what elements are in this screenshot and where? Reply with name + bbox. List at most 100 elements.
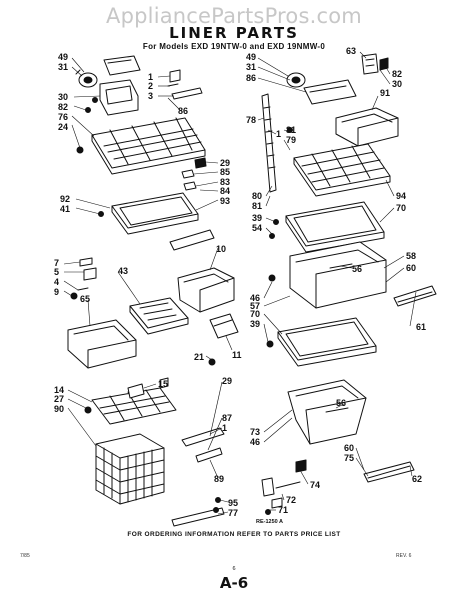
callout-label: 46 (250, 293, 260, 303)
crisper-drawer-upper-right (289, 241, 387, 309)
callout-label: 70 (396, 203, 406, 213)
callout-label: 15 (158, 379, 168, 389)
callout-label: 39 (250, 319, 260, 329)
crisper-pan-small-left (177, 267, 235, 313)
callout-label: 1 (148, 72, 153, 82)
callout-label: 57 (250, 301, 260, 311)
crisper-cover-strip-left (209, 313, 239, 339)
callout-label: 76 (58, 112, 68, 122)
callout-label: 75 (344, 453, 354, 463)
freezer-shelf-pin-left (159, 377, 169, 389)
light-socket-right (286, 72, 306, 88)
wire-shelf-upper-left (76, 117, 206, 175)
revision-code: REV. 6 (396, 553, 412, 559)
callout-label: 83 (220, 177, 230, 187)
drawer-hardware-lower (261, 459, 307, 515)
callout-label: 92 (60, 194, 70, 204)
callout-label: 1 (276, 129, 281, 139)
diagram-title: LINER PARTS (169, 24, 299, 42)
callout-label: 85 (220, 167, 230, 177)
screw-21 (208, 358, 216, 366)
watermark: AppliancePartsPros.com (106, 4, 362, 28)
control-housing-left (85, 79, 139, 116)
diagram-subtitle: For Models EXD 19NTW-0 and EXD 19NMW-0 (142, 42, 326, 51)
date-code: 7/85 (20, 553, 30, 559)
callout-label: 31 (58, 62, 68, 72)
page-small-number: 6 (232, 566, 236, 572)
callout-label: 56 (352, 264, 362, 274)
callout-label: 5 (54, 267, 59, 277)
callout-label: 78 (246, 115, 256, 125)
drawing-reference-code: RE-1250 A (256, 519, 284, 525)
wire-shelf-upper-right (293, 143, 391, 197)
callout-label: 72 (286, 495, 296, 505)
callout-label: 43 (118, 266, 128, 276)
callouts-left: 49 31 30 82 76 24 1 2 3 86 29 85 83 84 9… (54, 52, 242, 518)
ordering-note: FOR ORDERING INFORMATION REFER TO PARTS … (127, 531, 341, 538)
callout-label: 91 (380, 88, 390, 98)
callout-label: 41 (60, 204, 70, 214)
callouts-right: 49 31 86 63 82 30 91 78 1 81 79 80 81 39… (246, 46, 426, 515)
callout-label: 82 (58, 102, 68, 112)
callout-label: 30 (392, 79, 402, 89)
glass-shelf-lower-right (266, 317, 377, 367)
glass-shelf-upper-right (269, 201, 385, 253)
callout-label: 63 (346, 46, 356, 56)
leader-lines (63, 51, 417, 515)
callout-label: 84 (220, 186, 230, 196)
callout-label: 29 (222, 376, 232, 386)
callout-label: 81 (252, 201, 262, 211)
shelf-rail-vertical (261, 93, 293, 193)
callout-label: 79 (286, 135, 296, 145)
callout-label: 81 (286, 125, 296, 135)
callout-label: 61 (416, 322, 426, 332)
hinge-cover-15 (127, 383, 145, 399)
crisper-drawer-lower-right (287, 379, 367, 445)
callout-label: 11 (232, 350, 242, 360)
callout-label: 60 (344, 443, 354, 453)
callout-label: 4 (54, 277, 59, 287)
callout-label: 60 (406, 263, 416, 273)
light-shield-left (103, 55, 141, 76)
callout-label: 29 (220, 158, 230, 168)
callout-label: 31 (246, 62, 256, 72)
callout-label: 62 (412, 474, 422, 484)
callout-label: 80 (252, 191, 262, 201)
callout-label: 82 (392, 69, 402, 79)
callout-label: 7 (54, 258, 59, 268)
callout-label: 2 (148, 81, 153, 91)
callout-label: 94 (396, 191, 406, 201)
shelf-trim-left (169, 229, 215, 251)
clip-set-left (70, 257, 97, 300)
freezer-wire-basket-left (95, 433, 165, 505)
callout-label: 21 (194, 352, 204, 362)
callout-label: 58 (406, 251, 416, 261)
callout-label: 54 (252, 223, 262, 233)
callout-label: 24 (58, 122, 68, 132)
dairy-bin-left (67, 319, 137, 369)
callout-label: 1 (222, 423, 227, 433)
callout-label: 49 (58, 52, 68, 62)
drawer-slide-lower-right (363, 461, 415, 483)
screw-46 (268, 274, 276, 282)
callout-label: 95 (228, 498, 238, 508)
glass-shelf-left (98, 192, 199, 235)
callout-label: 3 (148, 91, 153, 101)
callout-label: 27 (54, 394, 64, 404)
callout-label: 87 (222, 413, 232, 423)
shelf-support-left (181, 157, 207, 191)
callout-label: 70 (250, 309, 260, 319)
callout-label: 77 (228, 508, 238, 518)
callout-label: 74 (310, 480, 320, 490)
callout-label: 90 (54, 404, 64, 414)
callout-label: 89 (214, 474, 224, 484)
door-bin-upper-right (335, 107, 399, 147)
callout-label: 73 (250, 427, 260, 437)
callout-label: 39 (252, 213, 262, 223)
page-number: A-6 (219, 574, 249, 592)
callout-label: 46 (250, 437, 260, 447)
light-socket-left (75, 69, 98, 88)
egg-tray-left (129, 297, 189, 335)
